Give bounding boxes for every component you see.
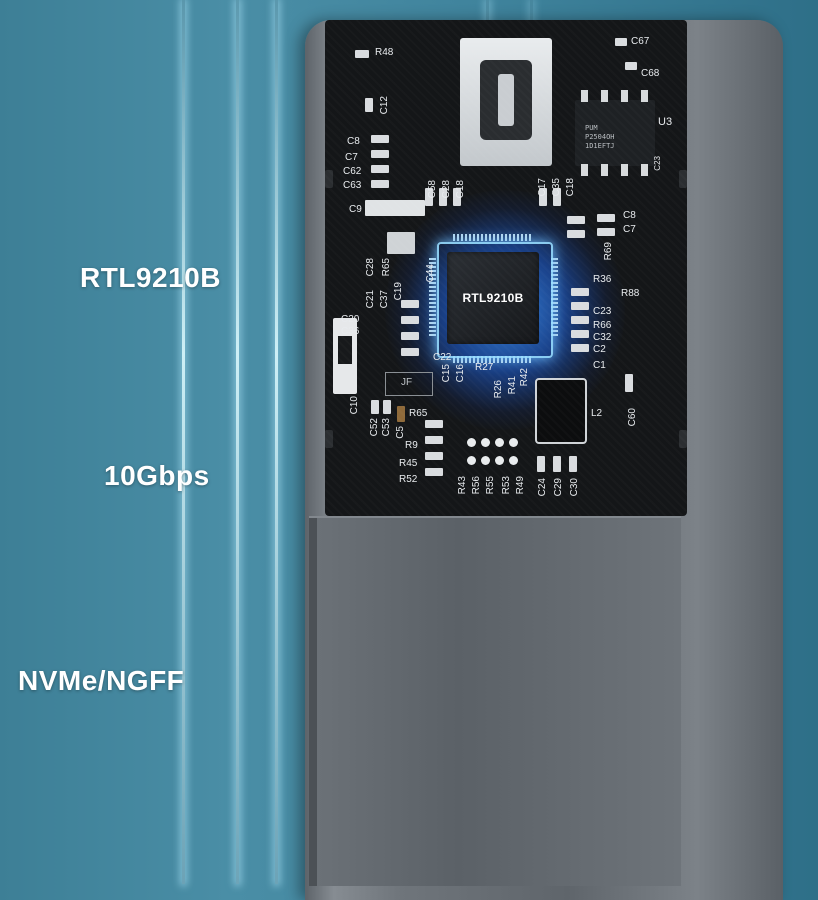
light-beam bbox=[236, 0, 239, 884]
chip-model-label: RTL9210B bbox=[80, 262, 221, 293]
speed-label: 10Gbps bbox=[104, 460, 210, 491]
silk-label: C23 bbox=[593, 306, 612, 317]
silk-label: C17 bbox=[537, 178, 548, 197]
jumper-jf bbox=[385, 372, 433, 396]
silk-label: R88 bbox=[621, 288, 640, 299]
silk-label: C7 bbox=[345, 152, 358, 163]
silk-label: C5 bbox=[395, 426, 406, 439]
silk-label: C35 bbox=[551, 178, 562, 197]
silk-label: C52 bbox=[369, 418, 380, 437]
u3-marking: PUM P2504OH 1D1EFTJ bbox=[585, 124, 615, 150]
silk-label: C18 bbox=[455, 180, 466, 199]
silk-label: C44 bbox=[425, 264, 436, 283]
silk-label: C18 bbox=[565, 178, 576, 197]
silk-label: R9 bbox=[405, 440, 418, 451]
silk-label: R65 bbox=[381, 258, 392, 277]
silk-label: R66 bbox=[593, 320, 612, 331]
silk-label: R41 bbox=[507, 376, 518, 395]
silk-label: C21 bbox=[365, 290, 376, 309]
chip-pins-bottom bbox=[453, 356, 533, 363]
chip-marking: RTL9210B bbox=[462, 291, 524, 305]
chip-outline bbox=[437, 242, 553, 358]
enclosure-lower-body bbox=[309, 516, 681, 886]
silk-label: R45 bbox=[399, 458, 418, 469]
silk-label: R49 bbox=[515, 476, 526, 495]
silk-label: C8 bbox=[347, 136, 360, 147]
silk-label: C8 bbox=[623, 210, 636, 221]
silk-label: R36 bbox=[593, 274, 612, 285]
silk-label: R56 bbox=[471, 476, 482, 495]
silk-label: C23 bbox=[653, 156, 662, 171]
u3-designator: U3 bbox=[658, 116, 673, 128]
silk-label: C19 bbox=[393, 282, 404, 301]
silk-label: R42 bbox=[519, 368, 530, 387]
silk-label: C58 bbox=[427, 180, 438, 199]
silk-label: C30 bbox=[569, 478, 580, 497]
silk-label: R65 bbox=[409, 408, 428, 419]
silk-label: C22 bbox=[433, 352, 452, 363]
silk-label: C60 bbox=[627, 408, 638, 427]
usb-c-tongue bbox=[498, 74, 514, 126]
silk-label: JF bbox=[401, 377, 413, 388]
light-beam bbox=[182, 0, 185, 884]
chip-pins-top bbox=[453, 234, 533, 241]
silk-label: C63 bbox=[343, 180, 362, 191]
silk-label: C16 bbox=[455, 364, 466, 383]
silk-label: C53 bbox=[381, 418, 392, 437]
silk-label: R48 bbox=[375, 47, 394, 58]
chip-pins-right bbox=[551, 258, 558, 338]
silk-label: L2 bbox=[591, 408, 603, 419]
silk-label: C62 bbox=[343, 166, 362, 177]
silk-label: C37 bbox=[379, 290, 390, 309]
board-notch bbox=[325, 430, 333, 448]
silk-label: C68 bbox=[641, 68, 660, 79]
pcb-board: PUM P2504OH 1D1EFTJ U3 RTL9210B bbox=[325, 20, 687, 516]
side-connector bbox=[333, 318, 357, 394]
silk-label: C36 bbox=[341, 326, 360, 337]
silk-label: C7 bbox=[623, 224, 636, 235]
protocol-label: NVMe/NGFF bbox=[18, 665, 185, 696]
silk-label: R52 bbox=[399, 474, 418, 485]
silk-label: R43 bbox=[457, 476, 468, 495]
light-beam bbox=[275, 0, 278, 884]
silk-label: C12 bbox=[379, 96, 390, 115]
silk-label: R26 bbox=[493, 380, 504, 399]
board-notch bbox=[325, 170, 333, 188]
silk-label: C2 bbox=[593, 344, 606, 355]
silk-label: C28 bbox=[365, 258, 376, 277]
usb-c-port bbox=[460, 38, 552, 166]
inductor-l2 bbox=[535, 378, 587, 444]
spec-labels: RTL9210B 10Gbps NVMe/NGFF bbox=[0, 0, 260, 884]
chip-pins-left bbox=[429, 258, 436, 338]
u3-ic: PUM P2504OH 1D1EFTJ bbox=[575, 90, 655, 176]
silk-label: C1 bbox=[593, 360, 606, 371]
silk-label: C28 bbox=[441, 180, 452, 199]
silk-label: C9 bbox=[349, 204, 362, 215]
silk-label: C24 bbox=[537, 478, 548, 497]
silk-label: C20 bbox=[341, 314, 360, 325]
silk-label: C10 bbox=[349, 396, 360, 415]
board-notch bbox=[679, 430, 687, 448]
silk-label: C32 bbox=[593, 332, 612, 343]
board-notch bbox=[679, 170, 687, 188]
silk-label: C29 bbox=[553, 478, 564, 497]
silk-label: R55 bbox=[485, 476, 496, 495]
silk-label: R27 bbox=[475, 362, 494, 373]
silk-label: C15 bbox=[441, 364, 452, 383]
silk-label: C67 bbox=[631, 36, 650, 47]
rtl9210b-chip: RTL9210B bbox=[447, 252, 539, 344]
silk-label: R69 bbox=[603, 242, 614, 261]
silk-label: R53 bbox=[501, 476, 512, 495]
